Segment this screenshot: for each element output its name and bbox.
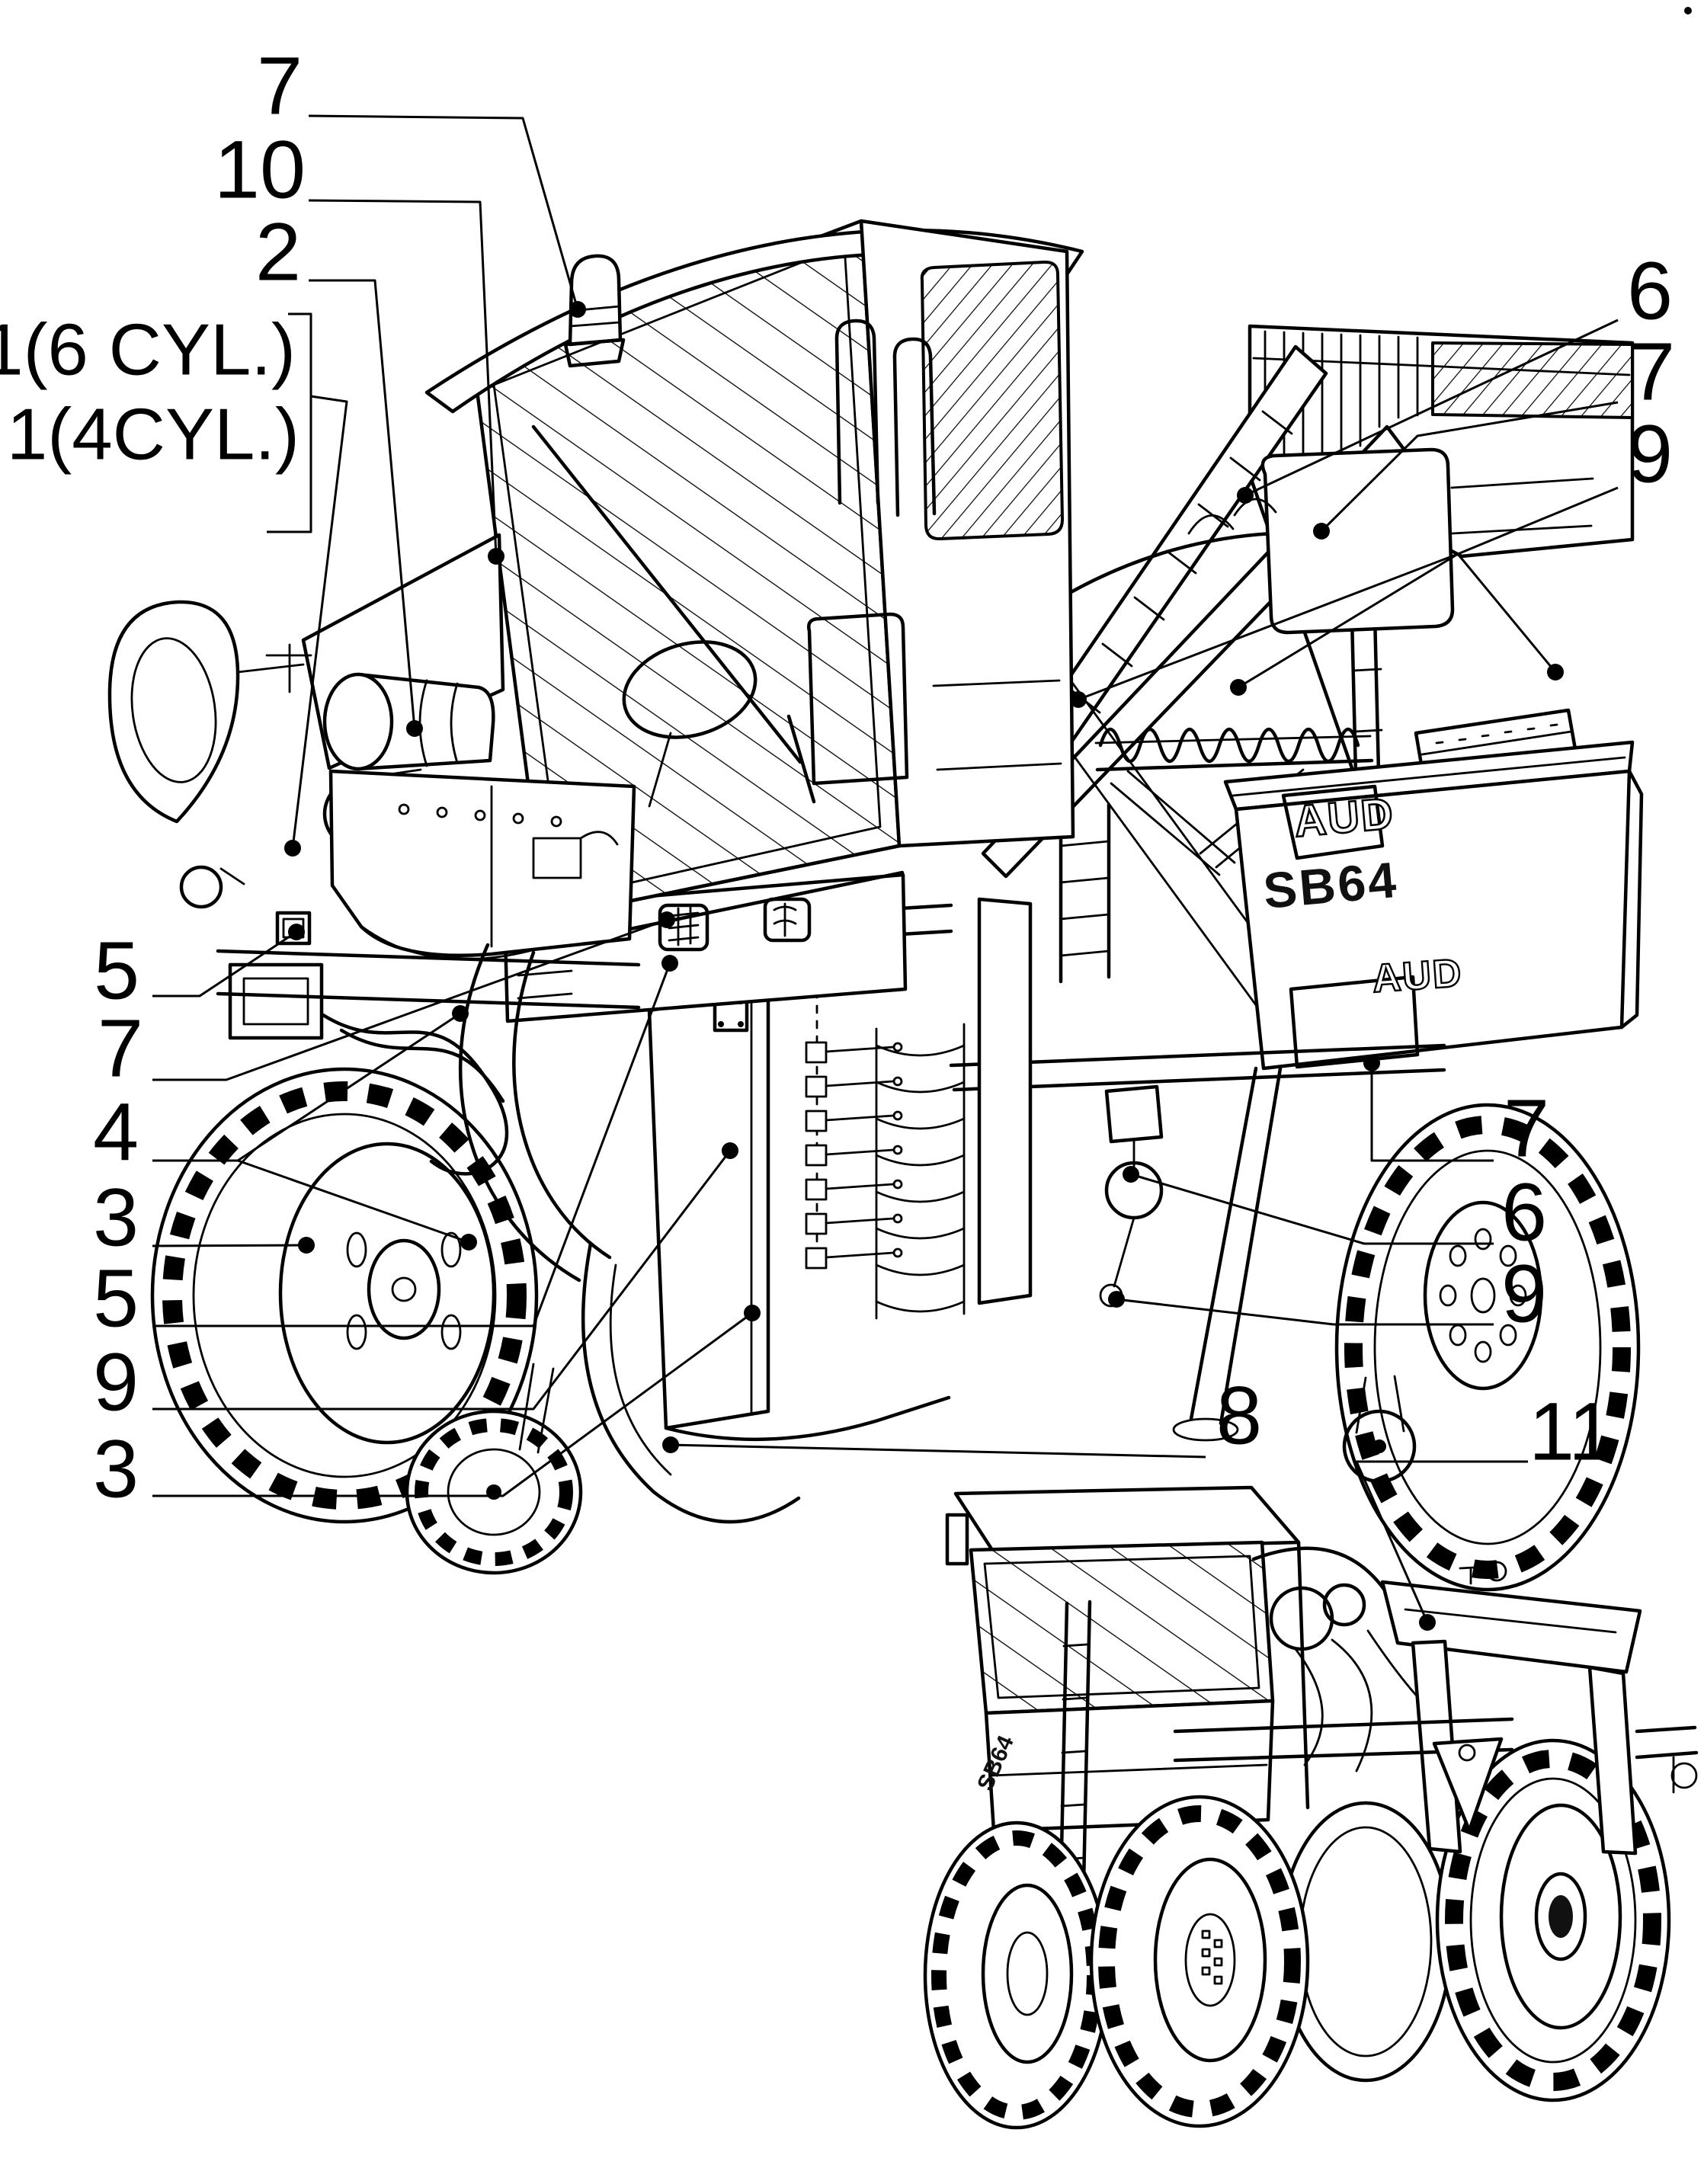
beacon-light xyxy=(563,254,626,368)
callout-2-dot xyxy=(406,720,423,737)
headlight-left-icon xyxy=(658,903,709,952)
small-rear-window xyxy=(969,1540,1275,1715)
callout-label-1(6 CYL.)-3: 1(6 CYL.) xyxy=(0,309,296,391)
seat xyxy=(807,612,909,786)
callout-label-8-18: 8 xyxy=(1216,1369,1262,1462)
callout-label-3-11: 3 xyxy=(93,1423,139,1515)
engine-block xyxy=(328,769,636,957)
callout-9-dot xyxy=(1230,679,1247,696)
small-ladder xyxy=(1059,1600,1092,1888)
callout-7-leader xyxy=(1320,401,1619,533)
callout-11-leader xyxy=(1355,1460,1528,1623)
rear-wheel xyxy=(1334,1103,1641,1592)
callout-11-dot xyxy=(1419,1614,1436,1631)
side-lamp-icon xyxy=(275,911,312,946)
headlight-right-icon xyxy=(763,897,812,943)
callout-6-dot xyxy=(1237,487,1254,504)
callout-2-leader xyxy=(309,279,416,729)
engine-variant-bracket xyxy=(267,312,312,533)
callout-label-1(4CYL.)-4: 1(4CYL.) xyxy=(7,394,299,476)
callout-3-dot xyxy=(298,1237,315,1254)
callout-9-dot xyxy=(1108,1291,1125,1308)
callout-4-dot xyxy=(452,1005,469,1022)
callout-9-leader xyxy=(1116,1298,1494,1326)
callout-6-leader xyxy=(1244,319,1619,497)
callout-7-leader xyxy=(152,918,668,1081)
callout-4-dot xyxy=(460,1234,477,1251)
callout-9-leader xyxy=(152,1150,732,1411)
wiper-arm xyxy=(531,424,816,804)
callout-9-leader xyxy=(1456,553,1557,673)
callout-7-dot xyxy=(569,301,586,318)
callout-5-leader xyxy=(152,962,671,1327)
hopper-bin xyxy=(1223,740,1644,1071)
door-window xyxy=(920,260,1064,541)
callout-8-leader xyxy=(670,1443,1206,1459)
hopper-model-text: SB64 xyxy=(1261,851,1401,919)
callout-6-leader xyxy=(1130,1173,1494,1245)
callout-7-dot xyxy=(658,911,675,928)
steering-wheel xyxy=(622,640,758,739)
callout-label-7-13: 7 xyxy=(1629,325,1675,418)
small-engine-hood xyxy=(1251,1546,1391,1598)
callout-label-7-6: 7 xyxy=(98,1002,143,1094)
callout-8-dot xyxy=(662,1436,679,1453)
callout-9-dot xyxy=(722,1142,738,1159)
small-mirror xyxy=(945,1513,969,1566)
callout-9-dot xyxy=(1070,691,1087,708)
mirror xyxy=(107,600,312,824)
callout-7-leader xyxy=(1370,1063,1494,1162)
callout-label-9-10: 9 xyxy=(93,1336,139,1428)
cab xyxy=(424,219,1084,947)
callout-7-dot xyxy=(1363,1055,1380,1071)
callout-6-dot xyxy=(1123,1166,1139,1183)
grab-handles xyxy=(834,319,937,517)
callout-label-3-8: 3 xyxy=(93,1171,139,1263)
hydraulic-hoses xyxy=(321,943,612,1283)
callout-label-7-0: 7 xyxy=(257,40,303,132)
callout-label-4-7: 4 xyxy=(93,1086,139,1178)
hopper-logo-text: AUD xyxy=(1292,789,1396,847)
air-cleaner xyxy=(322,672,495,771)
callout-label-5-5: 5 xyxy=(94,924,139,1017)
callout-3-leader xyxy=(152,1311,753,1497)
callout-10-leader xyxy=(308,199,498,557)
callout-5-dot xyxy=(288,924,305,940)
callout-label-10-1: 10 xyxy=(214,123,306,216)
callout-5-leader xyxy=(152,930,297,998)
callout-label-9-17: 9 xyxy=(1501,1247,1547,1340)
callout-label-2-2: 2 xyxy=(255,206,301,298)
corner-mark xyxy=(1684,7,1692,14)
harvester-illustration: AUD SB64 AUD xyxy=(107,219,1644,1592)
callout-label-5-9: 5 xyxy=(93,1252,139,1344)
small-cab-roof xyxy=(953,1485,1301,1552)
callout-4-leader xyxy=(237,1159,469,1244)
callout-7-leader xyxy=(308,114,579,310)
ground-wheel xyxy=(405,1241,801,1575)
callout-1(4CYL.)-dot xyxy=(284,840,301,857)
callout-label-7-15: 7 xyxy=(1504,1082,1549,1174)
callout-9-leader xyxy=(1238,552,1459,689)
callout-5-dot xyxy=(661,955,678,972)
callout-3-leader xyxy=(152,1244,307,1247)
callout-7-dot xyxy=(1313,523,1330,540)
callout-label-11-19: 11 xyxy=(1529,1385,1614,1478)
callout-label-9-14: 9 xyxy=(1627,408,1673,500)
callout-label-6-16: 6 xyxy=(1501,1166,1547,1258)
callout-3-dot xyxy=(744,1305,761,1321)
small-machine-illustration: SB64 xyxy=(923,1485,1699,2130)
callout-9-dot xyxy=(1547,664,1564,680)
callout-1(4CYL.)-leader xyxy=(291,395,348,849)
picking-head xyxy=(647,897,1033,1442)
small-machine-wheels xyxy=(923,1738,1671,2130)
callout-label-6-12: 6 xyxy=(1627,245,1673,337)
engine-compartment xyxy=(107,533,641,1283)
small-machine-gantry xyxy=(1173,1561,1699,1856)
callout-10-dot xyxy=(488,548,504,565)
hopper-logo-lower-text: AUD xyxy=(1371,951,1464,1001)
